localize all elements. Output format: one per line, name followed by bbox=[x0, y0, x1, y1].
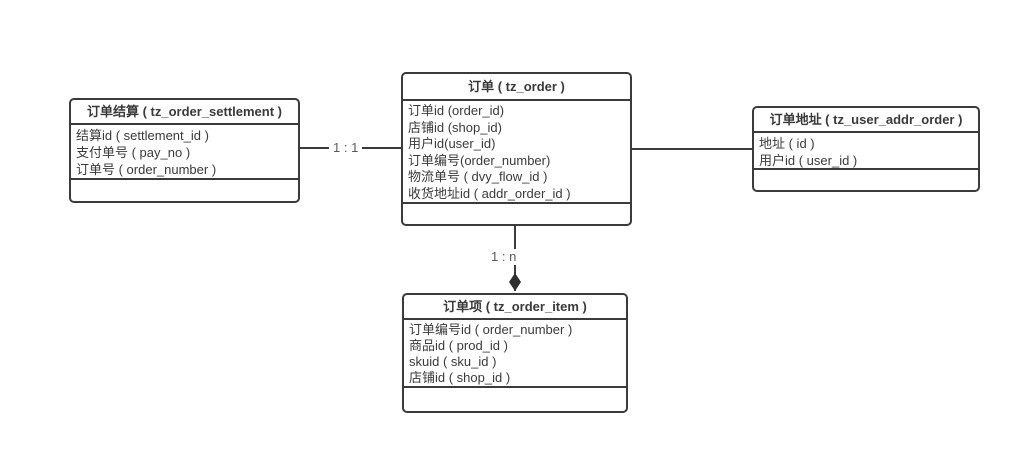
entity-field: 商品id ( prod_id ) bbox=[409, 338, 508, 353]
entity-field: 订单号 ( order_number ) bbox=[76, 162, 217, 177]
entity-field: 地址 ( id ) bbox=[759, 136, 815, 151]
entity-order-item[interactable]: 订单项 ( tz_order_item ) 订单编号id ( order_num… bbox=[402, 293, 628, 413]
entity-field: 用户id ( user_id ) bbox=[759, 153, 858, 168]
entity-user-addr-order[interactable]: 订单地址 ( tz_user_addr_order ) 地址 ( id ) 用户… bbox=[752, 106, 980, 192]
entity-title: 订单地址 ( tz_user_addr_order ) bbox=[754, 108, 978, 133]
diamond-arrow-icon bbox=[509, 273, 521, 291]
entity-title: 订单项 ( tz_order_item ) bbox=[404, 295, 626, 320]
entity-field: 店铺id ( shop_id ) bbox=[409, 370, 511, 385]
entity-field-list: 订单id (order_id) 店铺id (shop_id) 用户id(user… bbox=[403, 101, 630, 202]
entity-field-list: 订单编号id ( order_number ) 商品id ( prod_id )… bbox=[404, 320, 626, 386]
entity-order[interactable]: 订单 ( tz_order ) 订单id (order_id) 店铺id (sh… bbox=[401, 72, 632, 226]
entity-field: 支付单号 ( pay_no ) bbox=[76, 145, 191, 160]
entity-field: 收货地址id ( addr_order_id ) bbox=[408, 185, 571, 201]
entity-field: 订单id (order_id) bbox=[408, 103, 505, 118]
entity-field-list: 结算id ( settlement_id ) 支付单号 ( pay_no ) 订… bbox=[71, 125, 298, 178]
entity-footer bbox=[404, 386, 626, 411]
entity-field-list: 地址 ( id ) 用户id ( user_id ) bbox=[754, 133, 978, 168]
entity-title: 订单结算 ( tz_order_settlement ) bbox=[71, 100, 298, 125]
entity-field: 用户id(user_id) bbox=[408, 136, 496, 151]
relation-label-settlement-order: 1 : 1 bbox=[329, 140, 363, 156]
entity-order-settlement[interactable]: 订单结算 ( tz_order_settlement ) 结算id ( sett… bbox=[69, 98, 300, 203]
entity-footer bbox=[403, 202, 630, 224]
entity-footer bbox=[754, 168, 978, 190]
entity-footer bbox=[71, 178, 298, 201]
entity-title: 订单 ( tz_order ) bbox=[403, 74, 630, 101]
entity-field: 物流单号 ( dvy_flow_id ) bbox=[408, 169, 548, 184]
entity-field: 结算id ( settlement_id ) bbox=[76, 128, 209, 143]
entity-field: 订单编号id ( order_number ) bbox=[409, 322, 573, 337]
relation-line-order-address bbox=[631, 148, 752, 150]
entity-field: 店铺id (shop_id) bbox=[408, 119, 502, 135]
relation-label-order-item: 1 : n bbox=[487, 249, 521, 265]
entity-field: 订单编号(order_number) bbox=[408, 152, 551, 168]
entity-field: skuid ( sku_id ) bbox=[409, 354, 497, 369]
